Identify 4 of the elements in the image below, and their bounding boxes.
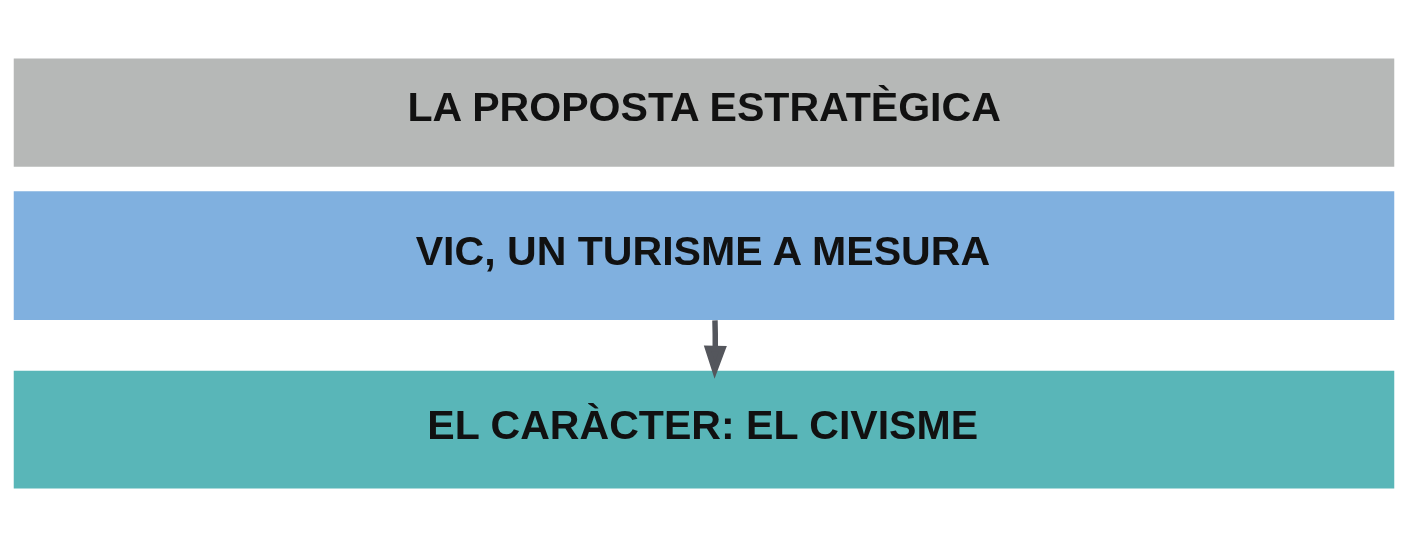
node-box: LA PROPOSTA ESTRATÈGICA xyxy=(13,58,1395,167)
arrow xyxy=(703,319,727,379)
node-box: VIC, UN TURISME A MESURA xyxy=(13,190,1395,320)
node-box: EL CARÀCTER: EL CIVISME xyxy=(13,370,1395,488)
